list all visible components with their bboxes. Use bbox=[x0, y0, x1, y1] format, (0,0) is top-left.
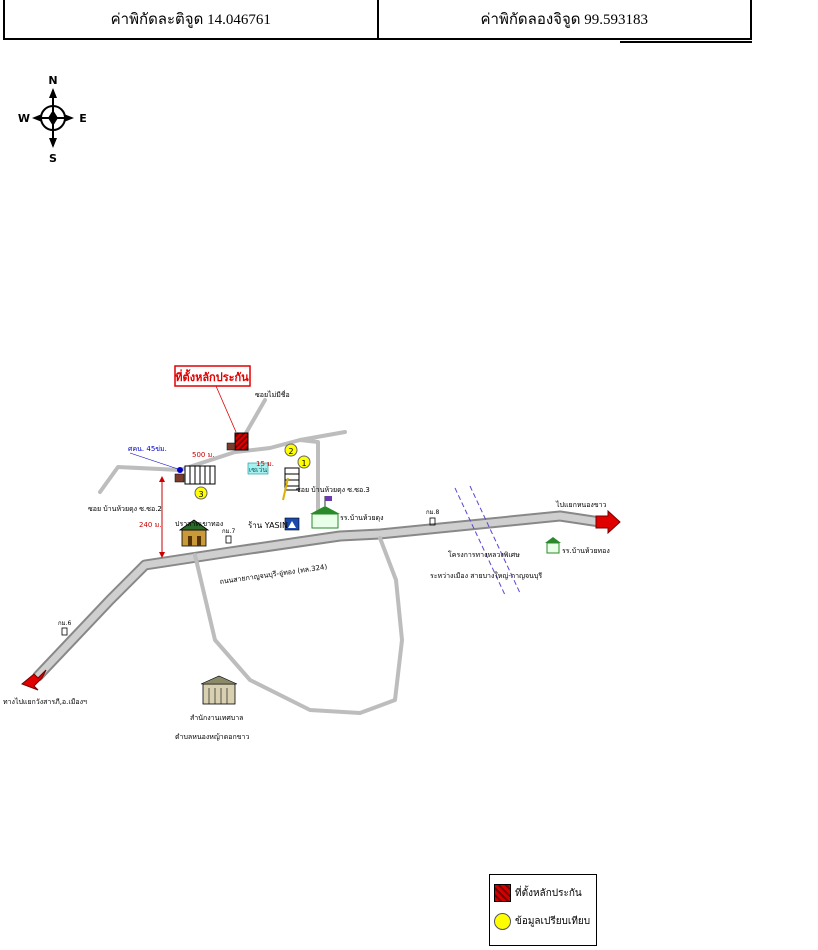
comparison-marker-3: 3 bbox=[194, 486, 208, 500]
legend-row-collateral: ที่ตั้งหลักประกัน bbox=[494, 884, 582, 902]
comparison-swatch-icon bbox=[494, 913, 511, 930]
km-marker-icon bbox=[61, 517, 436, 636]
store-tag-text: เซเว่น bbox=[249, 466, 267, 474]
collateral-site-marker bbox=[234, 432, 249, 451]
label-asset-code: ศคน. 45ข่ม. bbox=[128, 445, 167, 453]
house-cluster bbox=[174, 465, 216, 485]
municipal-office-icon bbox=[200, 675, 238, 705]
legend-row-comparison: ข้อมูลเปรียบเทียบ bbox=[494, 913, 590, 930]
comparison-marker-1: 1 bbox=[297, 455, 311, 469]
map-legend: ที่ตั้งหลักประกัน ข้อมูลเปรียบเทียบ bbox=[489, 874, 597, 946]
label-office-2: ตำบลหนองหญ้าดอกขาว bbox=[175, 733, 249, 741]
project-dashed-lines bbox=[454, 485, 521, 596]
label-shop: ร้าน YASIN bbox=[248, 521, 288, 530]
label-to-right: ไปแยกหนองขาว bbox=[555, 500, 607, 509]
house-cluster-2 bbox=[284, 467, 300, 491]
label-soi-left: ซอย บ้านห้วยดุง ซ.ซอ.2 bbox=[88, 505, 162, 513]
svg-text:2: 2 bbox=[288, 447, 293, 456]
comparison-marker-2: 2 bbox=[284, 443, 298, 457]
label-km6: กม.6 bbox=[58, 620, 71, 627]
label-km7: กม.7 bbox=[222, 528, 235, 535]
label-soi-right: ซอย บ้านห้วยดุง ซ.ซอ.3 bbox=[296, 486, 370, 494]
label-office-1: สำนักงานเทศบาล bbox=[190, 714, 243, 722]
asset-point bbox=[177, 467, 183, 473]
compass-south: S bbox=[49, 152, 57, 165]
label-main-road: ถนนสายกาญจนบุรี-อู่ทอง (ทล.324) bbox=[219, 563, 328, 586]
label-project-1: โครงการทางหลวงพิเศษ bbox=[448, 550, 520, 559]
coordinates-table: ค่าพิกัดละติจูด 14.046761 ค่าพิกัดลองจิจ… bbox=[3, 0, 752, 40]
collateral-callout-text: ที่ตั้งหลักประกัน bbox=[175, 369, 249, 384]
label-km8: กม.8 bbox=[426, 509, 439, 516]
label-dist-240: 240 ม. bbox=[139, 521, 161, 529]
collateral-swatch-icon bbox=[494, 884, 511, 902]
compass-icon: N S W E bbox=[18, 74, 87, 165]
latitude-cell: ค่าพิกัดละติจูด 14.046761 bbox=[110, 12, 271, 28]
legend-collateral-label: ที่ตั้งหลักประกัน bbox=[515, 887, 582, 899]
school-icon bbox=[310, 496, 340, 529]
collateral-callout bbox=[174, 365, 251, 387]
south-loop-road bbox=[193, 536, 404, 715]
arrow-right-icon bbox=[595, 509, 621, 535]
label-school-right: รร.บ้านห้วยทอง bbox=[562, 547, 610, 555]
store-tag bbox=[247, 462, 269, 475]
temple-icon bbox=[178, 519, 210, 547]
compass-north: N bbox=[48, 74, 57, 87]
label-dist-500: 500 ม. bbox=[192, 451, 214, 459]
svg-text:3: 3 bbox=[198, 490, 203, 499]
compass-east: E bbox=[79, 112, 87, 125]
legend-comparison-label: ข้อมูลเปรียบเทียบ bbox=[515, 916, 591, 927]
school-right-icon bbox=[545, 537, 561, 554]
compass-west: W bbox=[18, 112, 30, 125]
label-dist-15: 15 ม. bbox=[256, 460, 274, 468]
label-to-left: ทางไปแยกวังสารภี,อ.เมืองฯ bbox=[3, 697, 87, 706]
shop-icon bbox=[284, 517, 300, 531]
label-school: รร.บ้านห้วยดุง bbox=[340, 514, 384, 522]
table-underline bbox=[620, 41, 752, 43]
arrow-left-icon bbox=[21, 669, 47, 691]
longitude-cell: ค่าพิกัดลองจิจูด 99.593183 bbox=[376, 0, 751, 38]
label-project-2: ระหว่างเมือง สายบางใหญ่-กาญจนบุรี bbox=[430, 571, 542, 580]
label-soi-no-name: ซอยไม่มีชื่อ bbox=[255, 390, 290, 399]
label-temple: ปราสาทเขาทอง bbox=[175, 520, 223, 528]
svg-text:1: 1 bbox=[301, 459, 306, 468]
